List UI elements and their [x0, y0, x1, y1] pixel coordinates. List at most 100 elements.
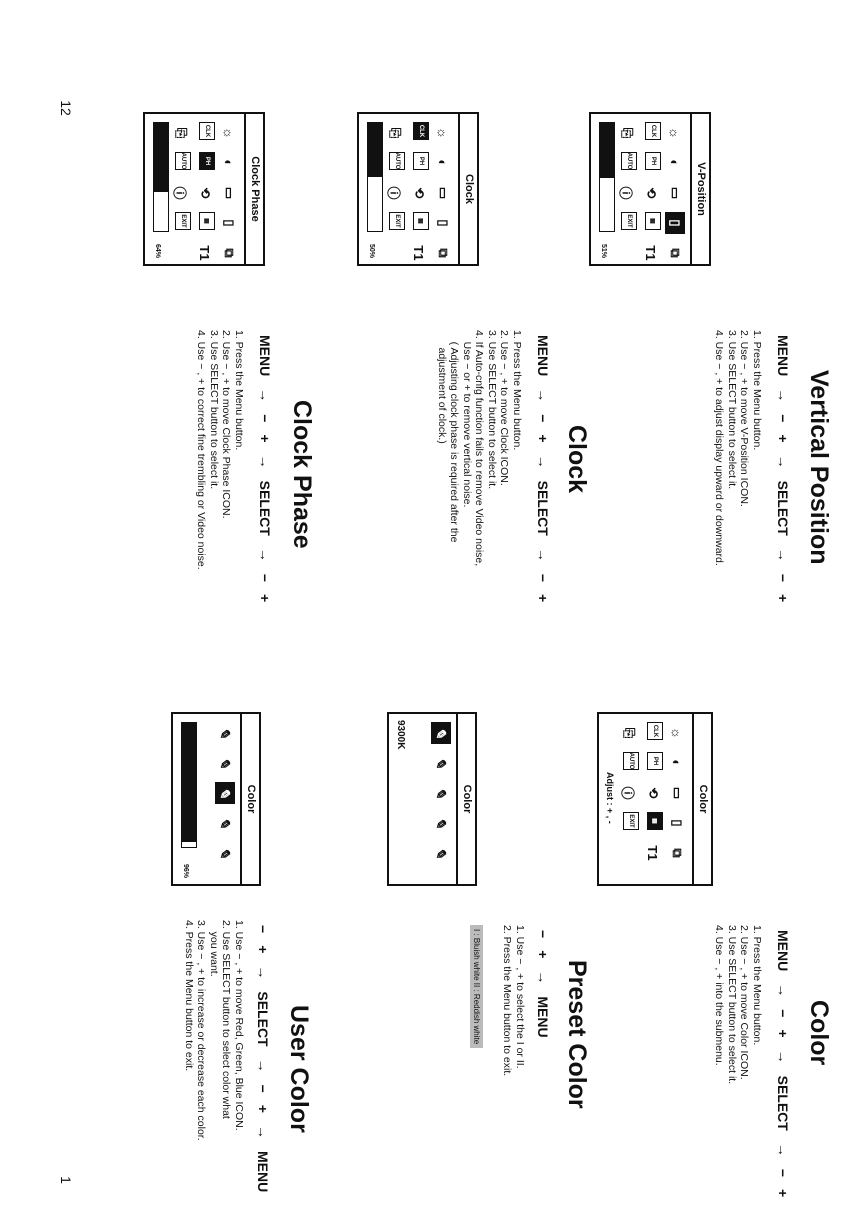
flow-step: −: [255, 1084, 271, 1093]
info-icon[interactable]: ⓘ: [172, 186, 188, 200]
info-icon[interactable]: ⓘ: [620, 786, 636, 800]
language-icon[interactable]: T1: [197, 245, 213, 261]
color-icon[interactable]: ▦: [199, 212, 215, 230]
flow-arrow-icon: →: [535, 970, 551, 985]
v-position-icon[interactable]: ▯: [670, 819, 685, 827]
language-icon[interactable]: T1: [643, 245, 659, 261]
language-icon[interactable]: T1: [645, 845, 661, 861]
green-icon[interactable]: ✎: [217, 757, 234, 769]
clock-icon[interactable]: CLK: [647, 722, 663, 740]
sun-icon[interactable]: ☼: [435, 127, 451, 139]
auto-icon[interactable]: AUTO: [389, 152, 405, 170]
h-position-icon[interactable]: ▭: [670, 786, 685, 800]
user-red-icon[interactable]: ✎: [433, 817, 450, 829]
contrast-icon[interactable]: ◐: [669, 759, 685, 767]
exit-icon[interactable]: EXIT: [175, 212, 191, 230]
v-position-icon[interactable]: ▯: [222, 219, 237, 227]
osd-icon[interactable]: ⎘: [622, 727, 637, 739]
flow-arrow-icon: →: [257, 388, 273, 403]
color-icon[interactable]: ▦: [647, 812, 663, 830]
info-icon[interactable]: ⓘ: [386, 186, 402, 200]
sun-icon[interactable]: ☼: [669, 727, 685, 739]
contrast-icon[interactable]: ◐: [221, 159, 237, 167]
user-red-icon[interactable]: ✎: [217, 817, 234, 829]
exit-icon[interactable]: EXIT: [389, 212, 405, 230]
blue-icon[interactable]: ✎: [215, 782, 235, 804]
osd-icon[interactable]: ⎘: [620, 127, 635, 139]
phase-icon[interactable]: PH: [413, 152, 429, 170]
blue-icon[interactable]: ✎: [433, 787, 450, 799]
step-item: you want.: [208, 920, 220, 977]
sun-icon[interactable]: ☼: [221, 127, 237, 139]
auto-icon[interactable]: AUTO: [621, 152, 637, 170]
user-blue-icon[interactable]: ✎: [433, 847, 450, 859]
flow-arrow-icon: →: [257, 547, 273, 562]
green-icon[interactable]: ✎: [433, 757, 450, 769]
sun-icon[interactable]: ☼: [667, 127, 683, 139]
exit-icon[interactable]: EXIT: [623, 812, 639, 830]
size-icon[interactable]: ⧉: [222, 248, 237, 258]
button-flow: MENU→−+→SELECT→−+: [257, 335, 273, 614]
user-blue-icon[interactable]: ✎: [217, 847, 234, 859]
v-position-icon[interactable]: ▯: [665, 212, 685, 234]
phase-icon[interactable]: PH: [199, 152, 215, 170]
clock-icon[interactable]: CLK: [645, 122, 661, 140]
osd-title: Clock: [458, 114, 477, 264]
size-icon[interactable]: ⧉: [668, 248, 683, 258]
step-item: 3. Use SELECT button to select it.: [486, 330, 498, 490]
red-icon[interactable]: ✎: [431, 722, 451, 744]
flow-step: SELECT: [775, 480, 791, 536]
auto-icon[interactable]: AUTO: [623, 752, 639, 770]
color-icon[interactable]: ▦: [645, 212, 661, 230]
step-item: 4. Use − , + to adjust display upward or…: [713, 330, 726, 566]
flow-step: +: [255, 945, 271, 954]
h-position-icon[interactable]: ▭: [436, 186, 451, 200]
steps: 1. Use − , + to select the I or II.2. Pr…: [501, 925, 527, 1076]
contrast-icon[interactable]: ◐: [435, 159, 451, 167]
flow-step: −: [257, 414, 273, 423]
clock-icon[interactable]: CLK: [413, 122, 429, 140]
recall-icon[interactable]: ⟲: [646, 787, 661, 799]
size-icon[interactable]: ⧉: [436, 248, 451, 258]
recall-icon[interactable]: ⟲: [198, 187, 213, 199]
phase-icon[interactable]: PH: [645, 152, 661, 170]
flow-step: SELECT: [775, 1075, 791, 1131]
step-item: 1. Use − , + to move Red, Green, Blue IC…: [233, 920, 245, 1131]
recall-icon[interactable]: ⟲: [644, 187, 659, 199]
phase-icon[interactable]: PH: [647, 752, 663, 770]
flow-arrow-icon: →: [255, 965, 271, 980]
h-position-icon[interactable]: ▭: [668, 186, 683, 200]
exit-icon[interactable]: EXIT: [621, 212, 637, 230]
red-icon[interactable]: ✎: [217, 727, 234, 739]
recall-icon[interactable]: ⟲: [412, 187, 427, 199]
flow-step: MENU: [775, 930, 791, 972]
flow-step: SELECT: [255, 991, 271, 1047]
osd-title: Clock Phase: [244, 114, 263, 264]
step-item: 3. Use SELECT button to select it.: [726, 925, 738, 1085]
section-title: Clock: [563, 425, 591, 494]
level-fill: [182, 723, 196, 843]
osd-icon[interactable]: ⎘: [174, 127, 189, 139]
info-icon[interactable]: ⓘ: [618, 186, 634, 200]
color-icon[interactable]: ▦: [413, 212, 429, 230]
contrast-icon[interactable]: ◐: [667, 159, 683, 167]
osd-icon[interactable]: ⎘: [388, 127, 403, 139]
language-icon[interactable]: T1: [411, 245, 427, 261]
clock-icon[interactable]: CLK: [199, 122, 215, 140]
step-item: 1. Press the Menu button.: [751, 925, 763, 1046]
flow-step: −: [257, 573, 273, 583]
step-item: 1. Press the Menu button.: [751, 330, 763, 451]
h-position-icon[interactable]: ▭: [222, 186, 237, 200]
osd-title: Color: [456, 714, 475, 884]
size-icon[interactable]: ⧉: [670, 848, 685, 858]
steps: 1. Press the Menu button.2. Use − , + to…: [436, 330, 523, 566]
auto-icon[interactable]: AUTO: [175, 152, 191, 170]
flow-step: +: [775, 1029, 791, 1038]
steps: 1. Press the Menu button.2. Use − , + to…: [195, 330, 246, 570]
v-position-icon[interactable]: ▯: [436, 219, 451, 227]
step-item: 1. Press the Menu button.: [511, 330, 523, 451]
level-bar: [599, 122, 615, 232]
